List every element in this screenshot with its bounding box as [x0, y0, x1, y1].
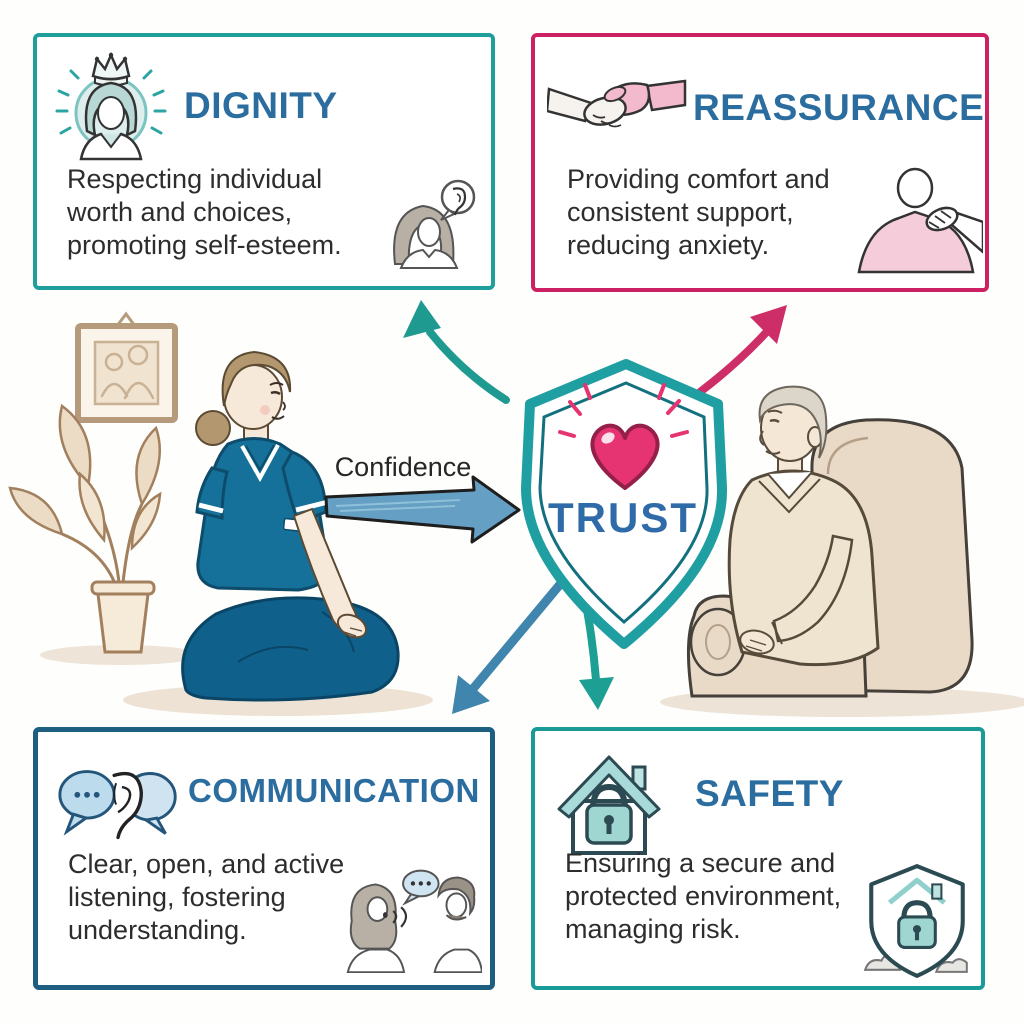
communication-card: COMMUNICATION Clear, open, and active li… — [33, 727, 495, 990]
communication-description: Clear, open, and active listening, foste… — [68, 849, 345, 945]
arrow-to-communication — [452, 577, 567, 714]
arrow-to-dignity — [403, 300, 510, 404]
hand-on-shoulder-icon — [857, 167, 983, 274]
confidence-arrow — [324, 475, 521, 544]
speech-bubbles-ear-icon — [58, 770, 177, 840]
elderly-person-illustration — [727, 385, 880, 667]
heart-icon — [558, 383, 689, 490]
family-photo-icon — [75, 311, 178, 423]
nurse-illustration — [181, 350, 400, 702]
reassurance-card: REASSURANCE Providing comfort and consis… — [531, 33, 989, 292]
reassurance-title: REASSURANCE — [693, 87, 985, 128]
arrow-to-reassurance — [696, 305, 787, 396]
trust-shield: TRUST — [506, 356, 740, 656]
potted-plant-icon — [8, 403, 162, 654]
plant-floor-shadow — [40, 645, 200, 665]
reassurance-description: Providing comfort and consistent support… — [567, 164, 830, 260]
confidence-label: Confidence — [334, 452, 472, 482]
safety-card: SAFETY Ensuring a secure and protected e… — [531, 727, 985, 990]
trust-label: TRUST — [548, 494, 698, 541]
listening-person-icon — [393, 179, 476, 269]
handshake-icon — [547, 79, 687, 128]
shield-lock-icon — [863, 864, 968, 978]
safety-description: Ensuring a secure and protected environm… — [565, 848, 842, 944]
two-people-talking-icon — [346, 869, 482, 973]
dignity-description: Respecting individual worth and choices,… — [67, 164, 342, 260]
locked-house-icon — [557, 755, 661, 855]
dignity-card: DIGNITY Respecting individual worth and … — [33, 33, 495, 290]
safety-title: SAFETY — [695, 773, 844, 814]
heart-shield-icon — [521, 359, 728, 649]
communication-title: COMMUNICATION — [188, 772, 480, 809]
dignity-title: DIGNITY — [184, 85, 338, 126]
crowned-person-icon — [55, 51, 167, 161]
